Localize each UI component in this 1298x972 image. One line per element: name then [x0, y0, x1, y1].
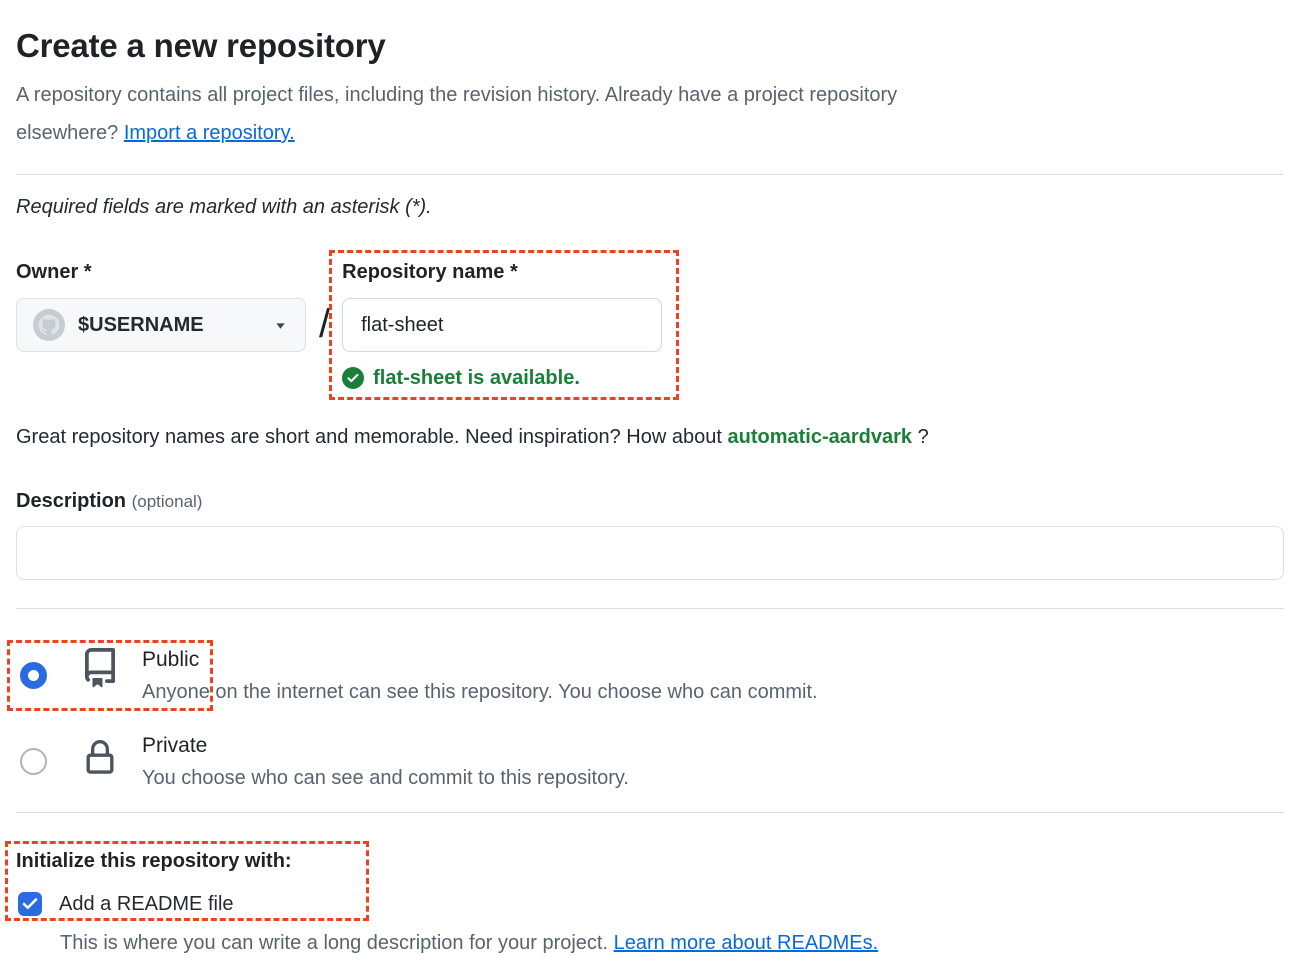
intro-line2: elsewhere?	[16, 122, 124, 144]
initialize-section: Initialize this repository with: Add a R…	[5, 841, 1284, 956]
public-option-text: Public Anyone on the internet can see th…	[142, 646, 818, 705]
check-circle-icon	[342, 367, 365, 389]
checkmark-icon	[21, 895, 39, 913]
public-radio[interactable]	[20, 662, 47, 689]
availability-message: flat-sheet is available.	[342, 365, 662, 391]
repo-book-icon	[80, 648, 120, 688]
private-option-text: Private You choose who can see and commi…	[142, 732, 629, 791]
owner-selected-value: $USERNAME	[78, 313, 204, 336]
suggestion-text-before: Great repository names are short and mem…	[16, 426, 728, 448]
owner-field-group: Owner * $USERNAME	[16, 259, 306, 352]
intro-line1: A repository contains all project files,…	[16, 84, 898, 106]
repository-name-input[interactable]	[342, 298, 663, 352]
repository-name-label: Repository name *	[342, 261, 518, 283]
suggestion-text-after: ?	[912, 426, 929, 448]
public-option-label[interactable]: Public	[142, 648, 200, 671]
section-divider	[16, 608, 1284, 609]
readme-checkbox[interactable]	[18, 892, 42, 916]
private-option-label[interactable]: Private	[142, 734, 208, 757]
description-label: Description (optional)	[16, 488, 1284, 515]
private-radio[interactable]	[20, 748, 47, 775]
section-divider	[16, 174, 1284, 175]
learn-more-readmes-link[interactable]: Learn more about READMEs.	[613, 932, 879, 954]
owner-label: Owner *	[16, 261, 92, 283]
public-option-description: Anyone on the internet can see this repo…	[142, 681, 818, 703]
description-label-text: Description	[16, 490, 127, 512]
initialize-heading: Initialize this repository with:	[16, 850, 292, 872]
owner-select-button[interactable]: $USERNAME	[16, 298, 306, 352]
name-suggestion: Great repository names are short and mem…	[16, 424, 1284, 450]
github-avatar-icon	[33, 309, 65, 341]
private-option-row: Private You choose who can see and commi…	[16, 732, 1284, 791]
readme-row: Add a README file	[16, 892, 1284, 916]
private-option-description: You choose who can see and commit to thi…	[142, 767, 629, 789]
repository-name-group: Repository name * flat-sheet is availabl…	[329, 250, 680, 400]
page-title: Create a new repository	[16, 27, 386, 64]
public-option-row: Public Anyone on the internet can see th…	[7, 640, 1284, 711]
import-repository-link[interactable]: Import a repository.	[123, 122, 295, 144]
readme-helper-body: This is where you can write a long descr…	[60, 932, 614, 954]
readme-helper-text: This is where you can write a long descr…	[60, 930, 1284, 956]
availability-text: flat-sheet is available.	[373, 367, 580, 389]
intro-text: A repository contains all project files,…	[16, 76, 1216, 152]
required-fields-note: Required fields are marked with an aster…	[16, 196, 432, 218]
owner-repo-separator: /	[319, 302, 331, 346]
readme-checkbox-label[interactable]: Add a README file	[59, 892, 234, 915]
owner-repo-row: Owner * $USERNAME / Reposi	[16, 250, 1284, 400]
chevron-down-icon	[272, 317, 289, 334]
description-input[interactable]	[16, 526, 1284, 580]
suggested-repo-name: automatic-aardvark	[727, 426, 913, 448]
lock-icon	[80, 740, 120, 776]
description-optional-text: (optional)	[131, 492, 203, 511]
section-divider	[16, 812, 1284, 813]
